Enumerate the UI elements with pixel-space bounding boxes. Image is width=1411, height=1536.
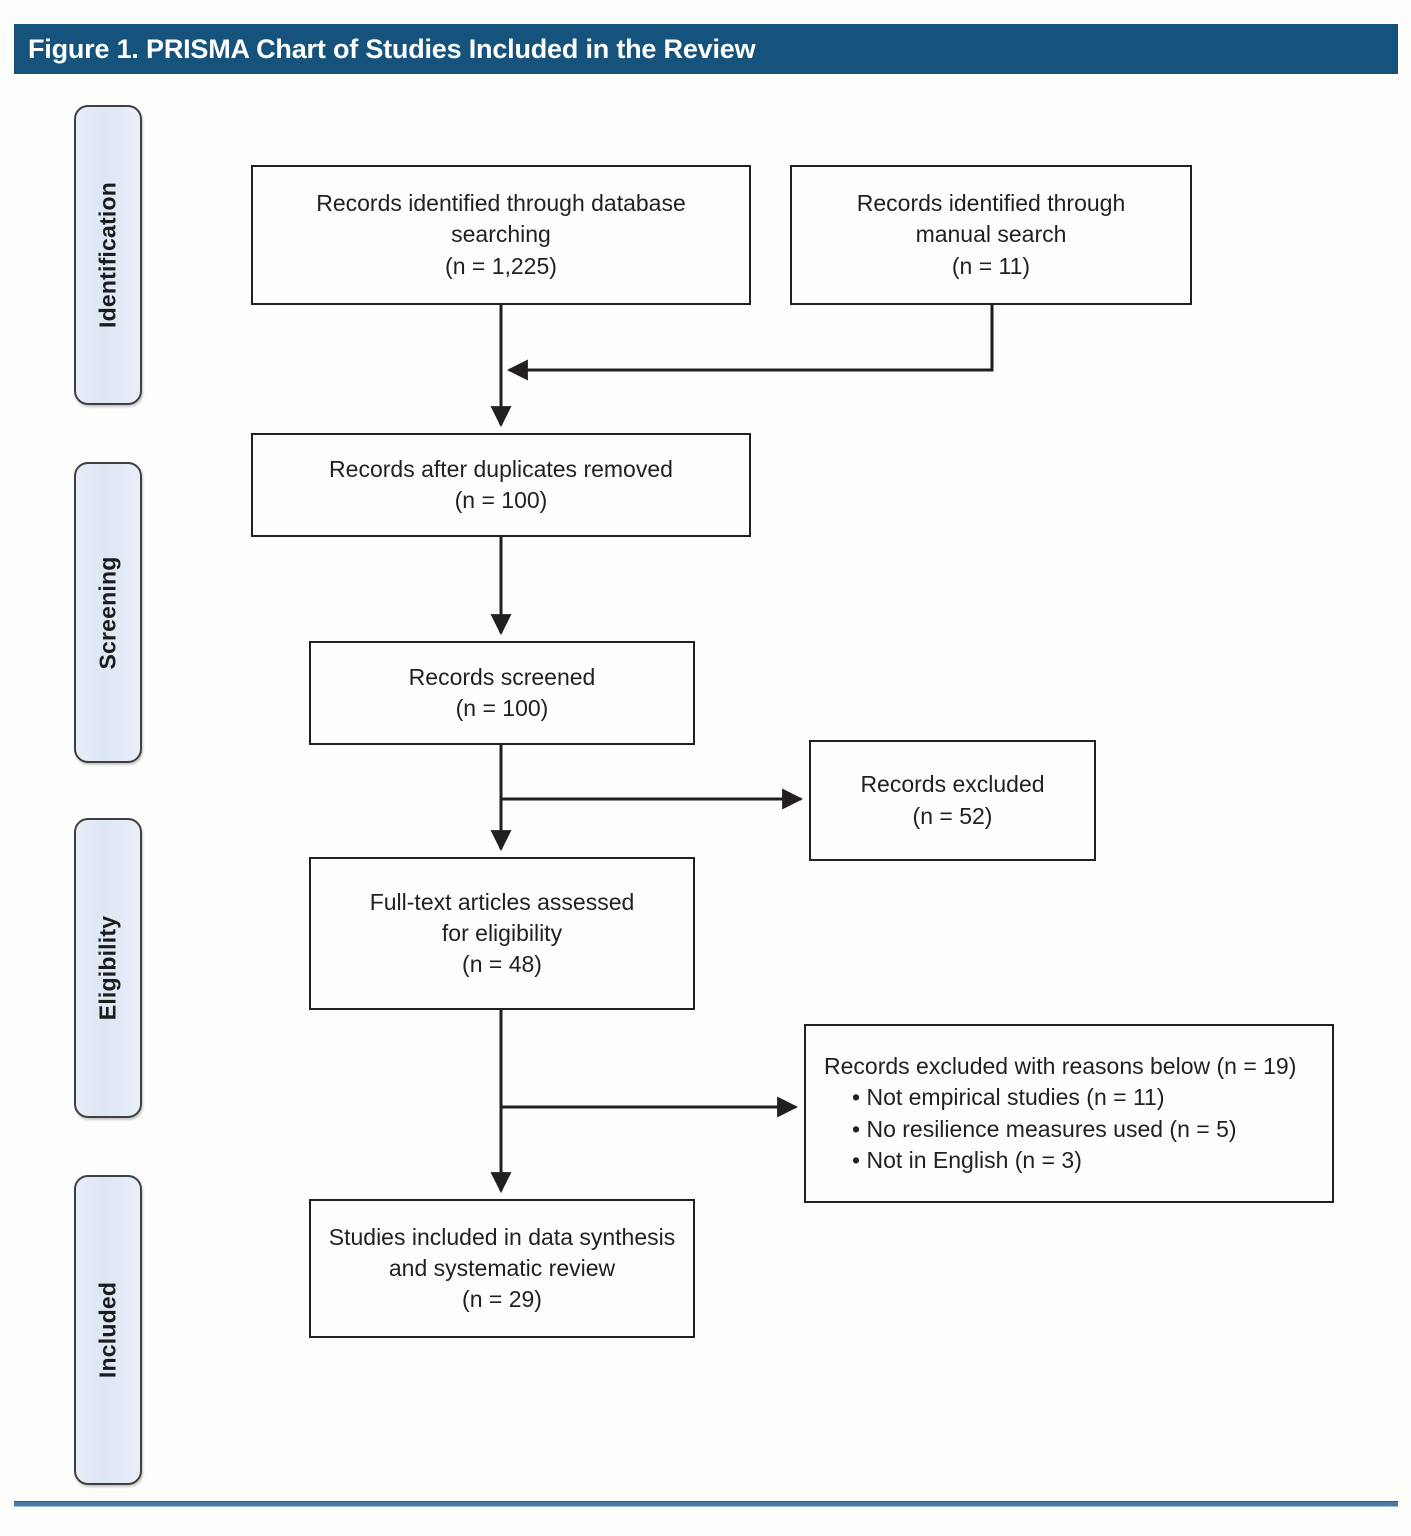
node-label: Records identified through manual search…: [856, 190, 1126, 279]
node-records-excluded: Records excluded (n = 52): [809, 740, 1096, 861]
stage-label-text: Identification: [94, 182, 121, 328]
list-item: Not empirical studies (n = 11): [866, 1082, 1314, 1113]
exclusion-reasons-body: Records excluded with reasons below (n =…: [824, 1051, 1314, 1175]
node-full-text-articles-assessed: Full-text articles assessed for eligibil…: [309, 857, 695, 1010]
node-label: Records after duplicates removed (n = 10…: [329, 455, 673, 513]
stage-label-identification: Identification: [74, 105, 142, 405]
stage-label-text: Included: [94, 1281, 121, 1379]
stage-label-included: Included: [74, 1175, 142, 1485]
node-label: Studies included in data synthesis and s…: [328, 1223, 676, 1313]
list-item: No resilience measures used (n = 5): [866, 1114, 1314, 1145]
node-records-identified-manual: Records identified through manual search…: [790, 165, 1192, 305]
stage-label-text: Eligibility: [94, 915, 121, 1021]
node-records-excluded-with-reasons: Records excluded with reasons below (n =…: [804, 1024, 1334, 1203]
node-studies-included: Studies included in data synthesis and s…: [309, 1199, 695, 1338]
bottom-divider: [14, 1501, 1398, 1507]
node-label: Records excluded (n = 52): [860, 771, 1045, 829]
node-records-after-duplicates-removed: Records after duplicates removed (n = 10…: [251, 433, 751, 537]
exclusion-reasons-heading: Records excluded with reasons below (n =…: [824, 1053, 1297, 1080]
edge-manual-search-to-dedup: [506, 305, 994, 381]
stage-label-text: Screening: [94, 555, 121, 670]
stage-label-screening: Screening: [74, 462, 142, 763]
node-label: Records screened (n = 100): [408, 663, 596, 721]
exclusion-reasons-list: Not empirical studies (n = 11) No resili…: [824, 1082, 1314, 1175]
stage-label-eligibility: Eligibility: [74, 818, 142, 1118]
page-title: Figure 1. PRISMA Chart of Studies Includ…: [28, 33, 756, 64]
node-records-screened: Records screened (n = 100): [309, 641, 695, 745]
node-label: Full-text articles assessed for eligibil…: [369, 888, 635, 978]
list-item: Not in English (n = 3): [866, 1145, 1314, 1176]
node-records-identified-database: Records identified through database sear…: [251, 165, 751, 305]
node-label: Records identified through database sear…: [316, 190, 686, 279]
figure-title-banner: Figure 1. PRISMA Chart of Studies Includ…: [14, 24, 1398, 74]
